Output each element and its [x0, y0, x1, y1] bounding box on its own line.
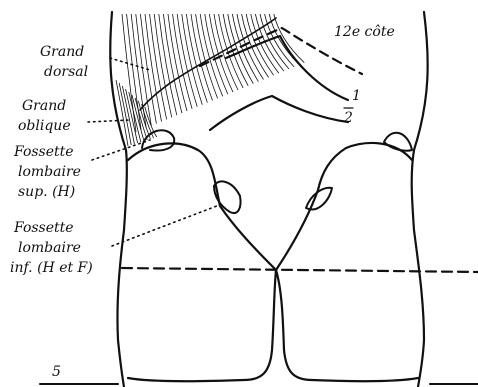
- marker-2: 2: [343, 110, 353, 126]
- label-fossette-sup-line1: Fossette: [13, 144, 74, 160]
- lumbar-rhombus-left: [128, 143, 276, 270]
- label-12th-rib: 12e côte: [334, 24, 395, 40]
- left-buttock-contour: [128, 270, 276, 381]
- leader-grand-dorsal: [110, 58, 150, 70]
- label-fossette-inf-line3: inf. (H et F): [10, 260, 93, 276]
- left-body-contour: [110, 12, 127, 387]
- label-grand-oblique-line1: Grand: [22, 98, 66, 114]
- label-grand-dorsal-line2: dorsal: [44, 64, 88, 80]
- right-body-contour: [412, 12, 428, 387]
- label-fossette-sup-line2: lombaire: [18, 164, 81, 180]
- oblique-hatch-stroke: [122, 86, 134, 144]
- marker-1: 1: [352, 88, 361, 104]
- label-fossette-inf-line1: Fossette: [13, 220, 74, 236]
- figure-number: 5: [52, 364, 61, 380]
- leader-fossette-inf: [112, 204, 222, 246]
- right-buttock-contour: [276, 270, 418, 381]
- label-grand-dorsal-line1: Grand: [40, 44, 84, 60]
- chevron-line-2: [210, 96, 348, 130]
- label-fossette-inf-line2: lombaire: [18, 240, 81, 256]
- latissimus-dorsi-hatching: [122, 14, 304, 132]
- lumbar-rhombus-right: [276, 143, 412, 270]
- lower-fossette-right: [306, 188, 332, 210]
- label-fossette-sup-line3: sup. (H): [18, 184, 75, 200]
- label-grand-oblique-line2: oblique: [18, 118, 71, 134]
- horizontal-reference-line: [122, 268, 478, 272]
